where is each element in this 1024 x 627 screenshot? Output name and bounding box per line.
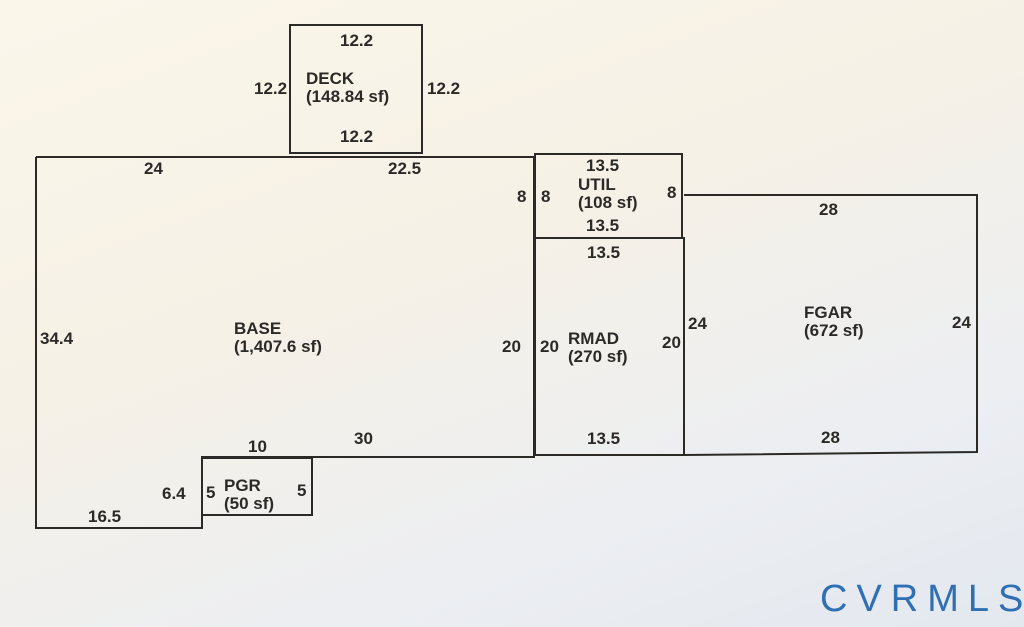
fgar-dim-right: 24 bbox=[952, 313, 971, 332]
fgar-name: FGAR bbox=[804, 303, 853, 322]
deck-name: DECK bbox=[306, 69, 355, 88]
base-dim-right-upper: 8 bbox=[517, 187, 527, 206]
rmad-outline bbox=[534, 237, 685, 456]
base-dim-top-right: 22.5 bbox=[388, 159, 422, 178]
util-label: UTIL (108 sf) bbox=[578, 176, 638, 212]
pgr-dim-top: 10 bbox=[248, 437, 267, 456]
base-dim-bottom-left: 16.5 bbox=[88, 507, 122, 526]
fgar-outline bbox=[683, 194, 978, 456]
rmad-dim-right: 20 bbox=[662, 333, 681, 352]
rmad-dim-left: 20 bbox=[540, 337, 559, 356]
pgr-area: (50 sf) bbox=[224, 494, 275, 513]
deck-dim-top: 12.2 bbox=[340, 31, 374, 50]
deck-dim-left: 12.2 bbox=[254, 79, 288, 98]
util-name: UTIL bbox=[578, 175, 616, 194]
base-dim-step: 6.4 bbox=[162, 484, 186, 503]
deck-dim-bottom: 12.2 bbox=[340, 127, 374, 146]
util-dim-bottom: 13.5 bbox=[586, 216, 620, 235]
deck-outline bbox=[289, 24, 423, 154]
base-dim-left: 34.4 bbox=[40, 329, 74, 348]
deck-dim-right: 12.2 bbox=[427, 79, 461, 98]
pgr-outline bbox=[201, 457, 313, 516]
pgr-dim-left: 5 bbox=[206, 483, 216, 502]
base-dim-bottom: 30 bbox=[354, 429, 373, 448]
fgar-dim-top: 28 bbox=[819, 200, 838, 219]
fgar-dim-bottom: 28 bbox=[821, 428, 840, 447]
rmad-name: RMAD bbox=[568, 329, 619, 348]
rmad-dim-bottom: 13.5 bbox=[587, 429, 621, 448]
rmad-area: (270 sf) bbox=[568, 347, 628, 366]
pgr-name: PGR bbox=[224, 476, 261, 495]
base-dim-top-left: 24 bbox=[144, 159, 163, 178]
util-dim-right: 8 bbox=[667, 183, 677, 202]
base-label: BASE (1,407.6 sf) bbox=[234, 320, 322, 356]
base-dim-right: 20 bbox=[502, 337, 521, 356]
fgar-label: FGAR (672 sf) bbox=[804, 304, 864, 340]
deck-area: (148.84 sf) bbox=[306, 87, 390, 106]
rmad-label: RMAD (270 sf) bbox=[568, 330, 628, 366]
base-name: BASE bbox=[234, 319, 282, 338]
cvrmls-logo: CVRMLS bbox=[820, 578, 1024, 620]
fgar-area: (672 sf) bbox=[804, 321, 864, 340]
deck-label: DECK (148.84 sf) bbox=[306, 70, 389, 106]
util-area: (108 sf) bbox=[578, 193, 638, 212]
rmad-dim-top: 13.5 bbox=[587, 243, 621, 262]
pgr-dim-right: 5 bbox=[297, 481, 307, 500]
fgar-dim-left: 24 bbox=[688, 314, 707, 333]
pgr-label: PGR (50 sf) bbox=[224, 477, 274, 513]
util-dim-top: 13.5 bbox=[586, 156, 620, 175]
base-area: (1,407.6 sf) bbox=[234, 337, 322, 356]
util-dim-left: 8 bbox=[541, 187, 551, 206]
